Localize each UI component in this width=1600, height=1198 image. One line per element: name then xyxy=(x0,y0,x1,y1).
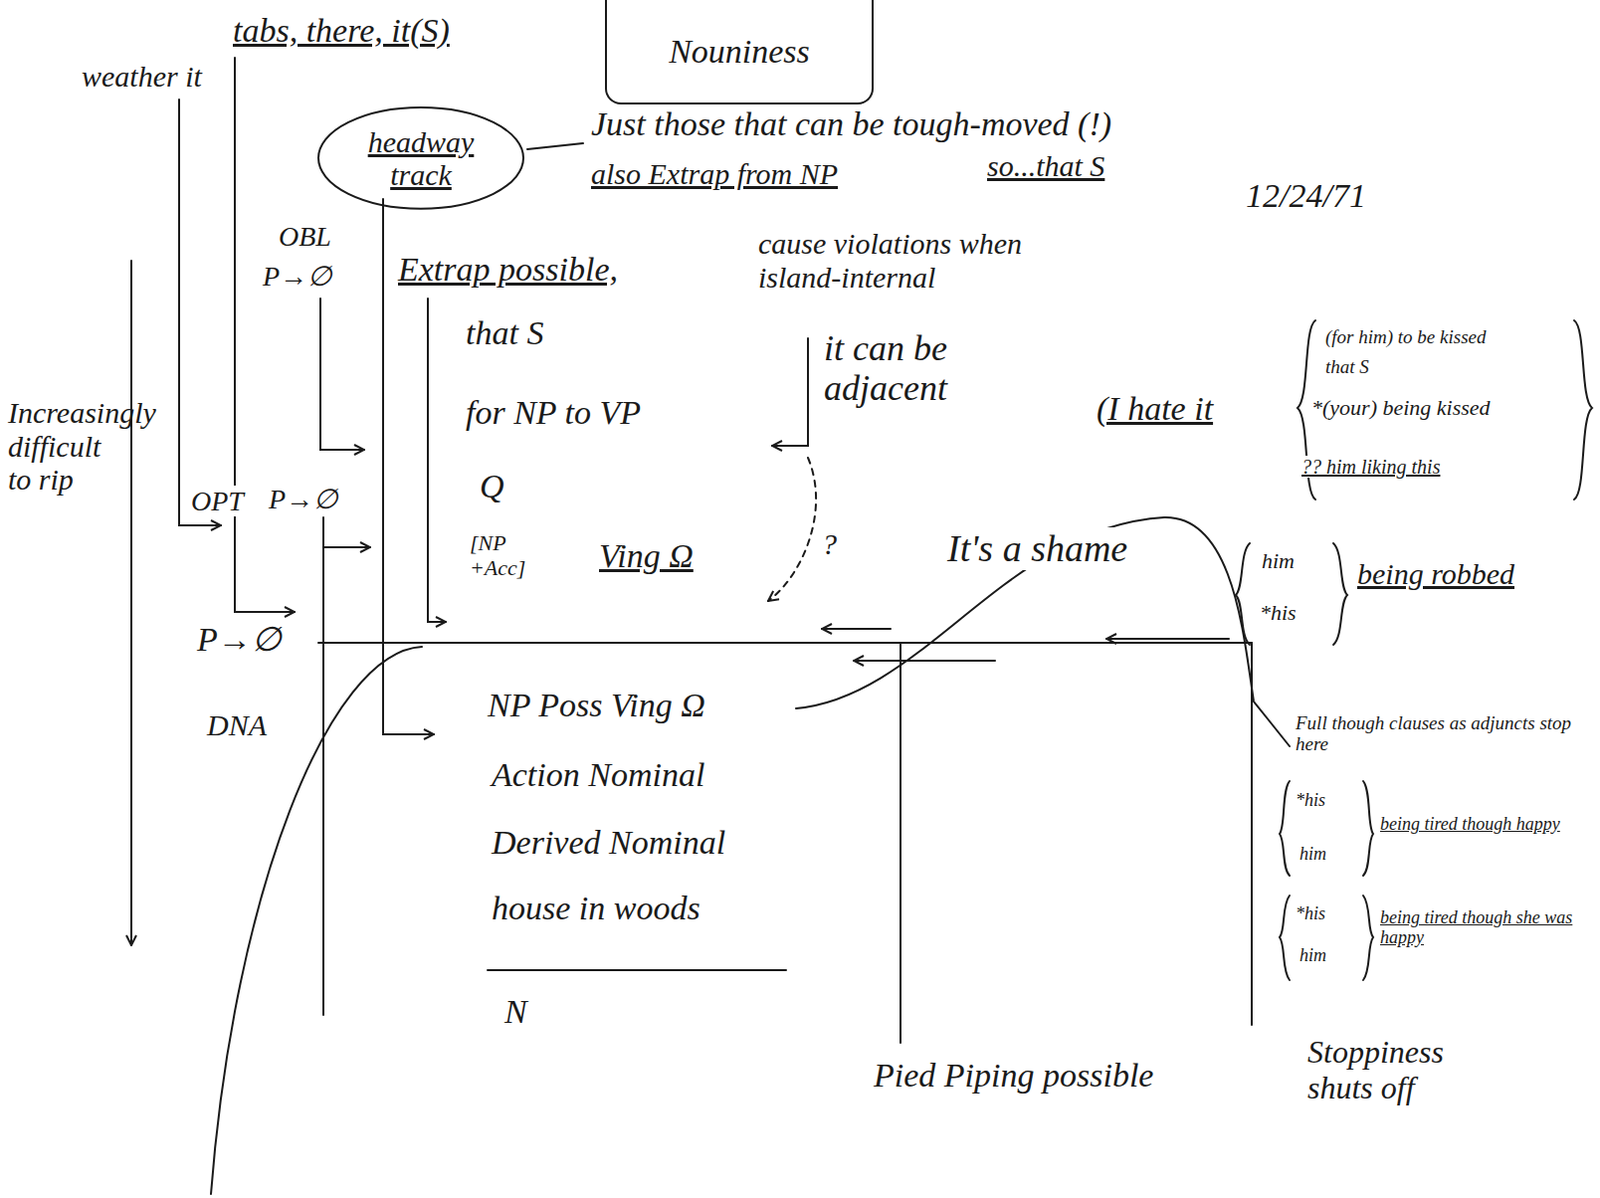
brace xyxy=(1235,543,1250,645)
handwritten-note: ? xyxy=(819,527,839,562)
handwritten-note: OPT xyxy=(189,485,246,517)
brace xyxy=(1279,895,1290,981)
handwritten-note: (I hate it xyxy=(1094,390,1215,428)
handwritten-note: so...that S xyxy=(985,149,1107,184)
handwritten-note: being robbed xyxy=(1355,557,1517,592)
handwritten-note: being tired though she was happy xyxy=(1378,907,1587,948)
scope-line xyxy=(899,642,902,1043)
scope-line xyxy=(234,57,295,612)
handwritten-note: *his xyxy=(1257,600,1299,626)
handwritten-note: him xyxy=(1259,549,1297,575)
brace xyxy=(1574,320,1593,500)
arrow xyxy=(1106,637,1229,640)
scope-line xyxy=(427,298,446,622)
brace xyxy=(1279,781,1290,876)
scope-line xyxy=(179,99,221,526)
node-text: headway track xyxy=(356,125,486,192)
handwritten-note: Full though clauses as adjuncts stop her… xyxy=(1293,712,1587,756)
handwritten-note: Q xyxy=(477,467,507,506)
handwritten-note: Action Nominal xyxy=(489,756,707,795)
node-text: Nouniness xyxy=(668,32,810,70)
handwritten-note: him xyxy=(1297,843,1329,864)
brace xyxy=(1363,895,1374,981)
handwritten-note: Stoppiness shuts off xyxy=(1305,1034,1489,1107)
cutoff-line xyxy=(318,641,1252,644)
scale-arrow xyxy=(130,260,133,946)
handwritten-note: that S xyxy=(463,314,546,353)
curve-line xyxy=(796,517,1290,747)
handwritten-note: P→∅ xyxy=(260,260,334,292)
circled-term: headway track xyxy=(316,105,526,211)
handwritten-note: *his xyxy=(1293,903,1328,924)
scope-line xyxy=(1250,642,1253,1025)
handwritten-note: being tired though happy xyxy=(1378,813,1563,834)
heading-box: Nouniness xyxy=(604,0,874,105)
handwritten-note: 12/24/71 xyxy=(1243,177,1369,215)
bracket-arrow xyxy=(772,338,808,446)
brace xyxy=(1333,543,1348,645)
handwritten-note: Pied Piping possible xyxy=(871,1056,1156,1095)
handwritten-note: him xyxy=(1297,945,1329,966)
underline xyxy=(487,969,787,972)
handwritten-note: Extrap possible, xyxy=(396,250,620,289)
arrow xyxy=(853,659,996,662)
handwritten-note: It's a shame xyxy=(945,527,1130,571)
handwritten-note: P→∅ xyxy=(195,620,284,659)
brace xyxy=(1363,781,1374,876)
handwritten-note: DNA xyxy=(204,708,269,743)
handwritten-note: Derived Nominal xyxy=(489,823,728,862)
handwritten-note: N xyxy=(502,993,530,1031)
handwritten-note: it can be adjacent xyxy=(821,328,1015,409)
handwritten-note: [NP +Acc] xyxy=(467,531,546,581)
handwritten-note: Increasingly difficult to rip xyxy=(5,396,128,497)
handwritten-note: tabs, there, it(S) xyxy=(230,11,452,50)
handwritten-note: *his xyxy=(1293,790,1328,810)
leader-line xyxy=(527,143,584,150)
scope-line xyxy=(322,517,325,1015)
handwritten-note: *(your) being kissed xyxy=(1309,396,1493,421)
scope-line xyxy=(323,546,371,549)
handwritten-note: P→∅ xyxy=(266,483,340,515)
handwritten-note: that S xyxy=(1323,356,1372,378)
handwritten-note: NP Poss Ving Ω xyxy=(485,686,708,725)
dashed-arrow xyxy=(768,457,816,601)
handwritten-note: Just those that can be tough-moved (!) xyxy=(589,105,1114,144)
handwritten-note: weather it xyxy=(79,59,204,94)
handwritten-note: Ving Ω xyxy=(597,537,696,576)
handwritten-note: OBL xyxy=(276,220,334,252)
handwritten-note: ?? him liking this xyxy=(1299,455,1442,478)
handwritten-note: (for him) to be kissed xyxy=(1323,326,1488,348)
arrow xyxy=(821,627,891,630)
handwritten-note: also Extrap from NP xyxy=(589,157,840,192)
handwritten-note: house in woods xyxy=(489,889,703,928)
scope-line xyxy=(320,298,365,450)
handwritten-note: for NP to VP xyxy=(463,394,643,432)
handwritten-note: cause violations when island-internal xyxy=(756,226,1099,294)
